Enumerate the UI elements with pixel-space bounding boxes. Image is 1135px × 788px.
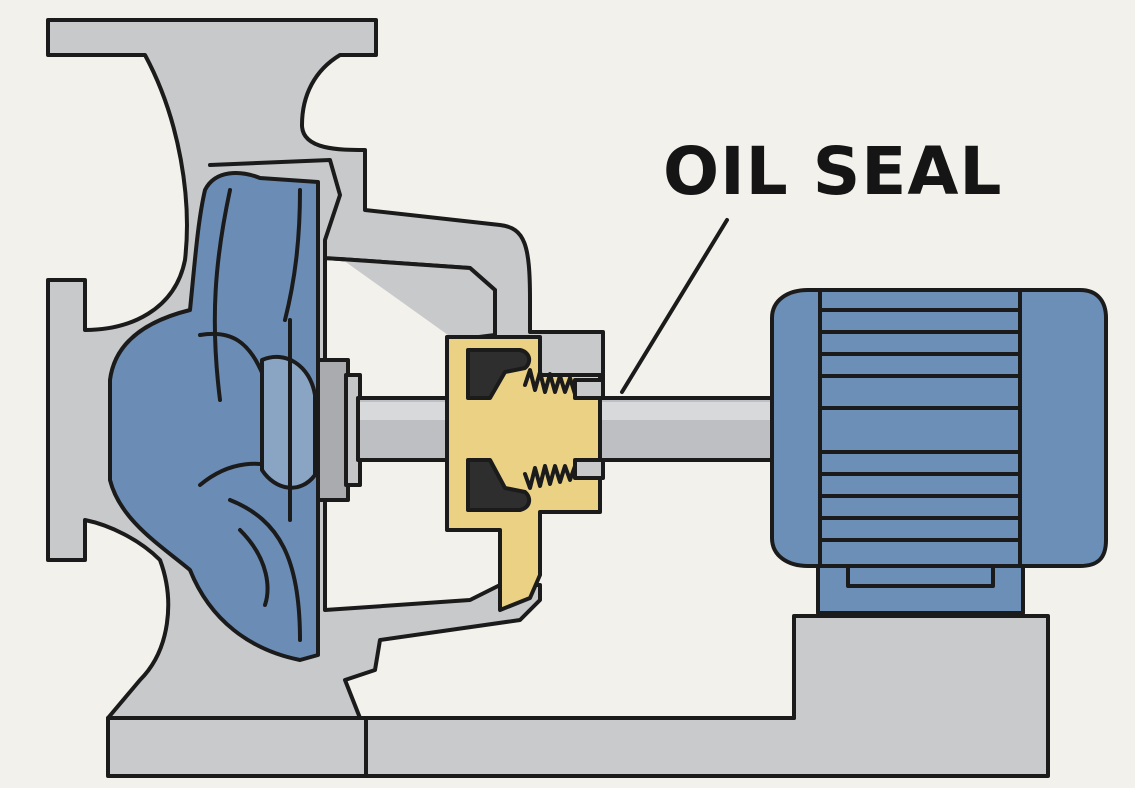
oil-seal <box>466 348 605 512</box>
baseplate <box>106 614 1050 778</box>
seal-spring-top <box>523 368 577 396</box>
impeller <box>108 171 320 662</box>
oil-seal-callout: OIL SEAL <box>620 133 1002 394</box>
seal-spring-bottom <box>523 464 577 490</box>
electric-motor <box>770 288 1108 615</box>
shaft-collar <box>316 358 362 502</box>
oil-seal-label: OIL SEAL <box>663 133 1002 210</box>
